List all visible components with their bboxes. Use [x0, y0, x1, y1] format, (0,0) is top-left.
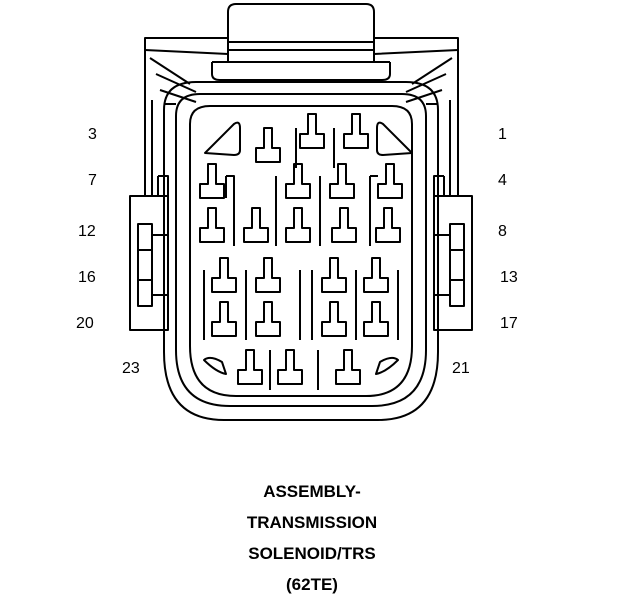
pin-label-20: 20 — [76, 315, 94, 332]
pin-label-17: 17 — [500, 315, 518, 332]
pin-label-16: 16 — [78, 269, 96, 286]
caption-line-1: ASSEMBLY- — [263, 482, 361, 501]
caption-line-2: TRANSMISSION — [246, 513, 378, 532]
polarization-keys — [203, 121, 413, 375]
pin-label-8: 8 — [498, 223, 507, 240]
pin-label-12: 12 — [78, 223, 96, 240]
connector-latch — [211, 3, 391, 81]
connector-face — [163, 81, 439, 421]
pin-label-7: 7 — [88, 172, 97, 189]
terminal-cavities — [199, 113, 403, 390]
pin-label-1: 1 — [498, 126, 507, 143]
pin-label-21: 21 — [452, 360, 470, 377]
pin-label-23: 23 — [122, 360, 140, 377]
caption-line-4: (62TE) — [286, 575, 338, 594]
pin-label-3: 3 — [88, 126, 97, 143]
pin-label-13: 13 — [500, 269, 518, 286]
connector-housing — [129, 37, 473, 331]
pin-label-4: 4 — [498, 172, 507, 189]
caption-line-3: SOLENOID/TRS — [248, 544, 376, 563]
pin-labels: 3 7 12 16 20 23 1 4 8 13 17 21 — [76, 126, 518, 377]
